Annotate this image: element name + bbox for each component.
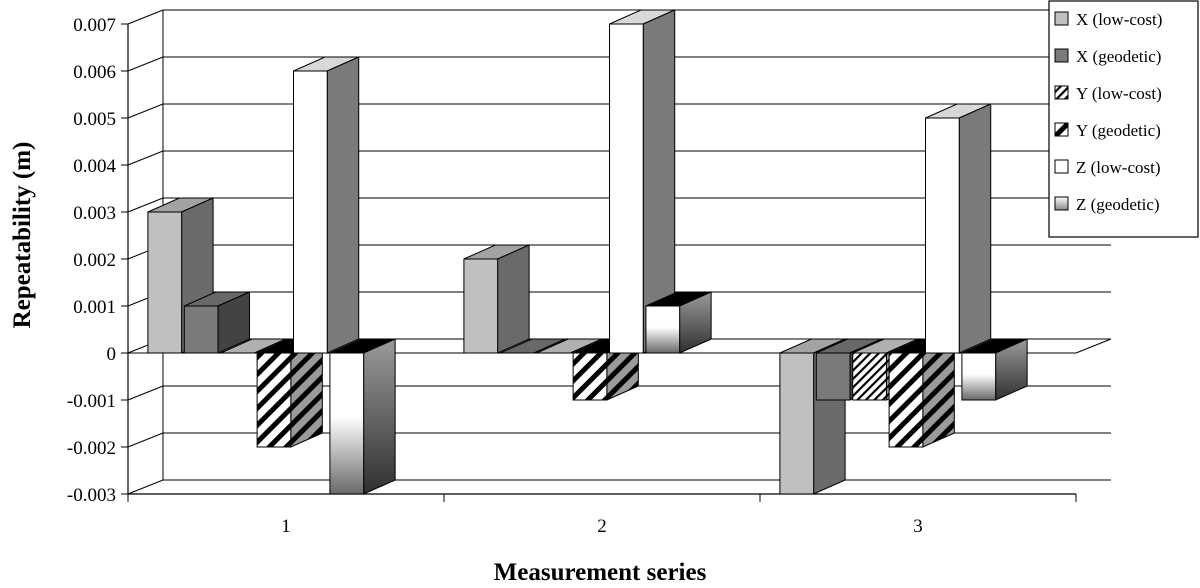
y-tick-label: -0.001 [67, 391, 116, 412]
legend-label: Y (low-cost) [1076, 84, 1162, 103]
y-tick-label: 0.006 [73, 62, 116, 83]
bar [961, 338, 1028, 401]
legend-swatch [1054, 159, 1069, 174]
legend-label: X (low-cost) [1076, 10, 1162, 29]
bar [925, 103, 992, 354]
bar [183, 291, 251, 354]
bar-side-face [497, 244, 530, 354]
x-tick-label: 2 [597, 516, 607, 537]
bar-side-face [958, 103, 992, 354]
bar-side-face [533, 338, 566, 354]
gridline-depth [127, 197, 164, 213]
legend-item: X (geodetic) [1054, 47, 1161, 66]
legend-item: X (low-cost) [1054, 10, 1162, 29]
bar-front-face [815, 352, 851, 401]
legend: X (low-cost) X (geodetic) Y (low-cost) Y (g… [1048, 0, 1199, 238]
y-tick-label: 0.001 [73, 297, 116, 318]
bar [609, 9, 676, 354]
bar-front-face [147, 211, 183, 354]
y-tick-label: -0.002 [67, 438, 116, 459]
bar-front-face [961, 352, 997, 401]
bar-front-face [779, 352, 815, 495]
gridline-depth [127, 9, 164, 25]
legend-swatch [1054, 122, 1069, 137]
bar-front-face [293, 70, 328, 354]
bar-front-face [925, 117, 960, 354]
legend-item: Y (low-cost) [1054, 84, 1162, 103]
legend-swatch [1054, 196, 1069, 211]
legend-item: Z (low-cost) [1054, 158, 1161, 177]
x-tick-label: 3 [913, 516, 923, 537]
bar-side-face [922, 338, 955, 448]
bar-side-face [363, 338, 396, 495]
x-tick-label: 1 [281, 516, 291, 537]
gridline-depth [127, 56, 164, 72]
legend-swatch [1054, 85, 1069, 100]
bar-front-face [183, 305, 219, 354]
bar-side-face [326, 56, 360, 354]
legend-label: X (geodetic) [1076, 47, 1161, 66]
bar [536, 338, 603, 354]
zero-line-depth [1075, 338, 1112, 354]
y-tick-label: 0 [107, 344, 117, 365]
gridline-depth [127, 479, 164, 495]
y-tick-label: 0.007 [73, 15, 116, 36]
bar [888, 338, 955, 448]
bar [645, 291, 712, 354]
legend-box [1048, 0, 1199, 238]
legend-swatch [1054, 11, 1069, 26]
legend-label: Z (geodetic) [1076, 195, 1160, 214]
bar-side-face [290, 338, 323, 448]
y-tick-label: 0.003 [73, 203, 116, 224]
bar [463, 244, 530, 354]
bar-front-face [888, 352, 924, 448]
x-axis-title: Measurement series [494, 559, 707, 586]
bar-side-face [570, 338, 603, 354]
y-tick-label: 0.005 [73, 109, 116, 130]
y-tick-label: 0.002 [73, 250, 116, 271]
bar-front-face [329, 352, 365, 495]
legend-swatch [1054, 48, 1069, 63]
bar-front-face [463, 258, 499, 354]
y-axis-title: Repeatability (m) [9, 142, 36, 329]
bar [220, 338, 287, 354]
bar [256, 338, 323, 448]
gridline-depth [127, 385, 164, 401]
bar-front-face [572, 352, 608, 401]
legend-label: Y (geodetic) [1076, 121, 1161, 140]
bar-front-face [256, 352, 292, 448]
bars [147, 9, 1028, 495]
gridline-depth [127, 150, 164, 166]
gridline-depth [127, 432, 164, 448]
bar-front-face [852, 352, 887, 401]
y-tick-label: 0.004 [73, 156, 116, 177]
bar-side-face [254, 338, 287, 354]
bar-front-face [609, 23, 644, 354]
bar-front-face [645, 305, 681, 354]
y-tick-label: -0.003 [67, 485, 116, 506]
legend-item: Z (geodetic) [1054, 195, 1160, 214]
axis-labels: -0.003 -0.002 -0.001 0 0.001 0.002 0.003 0.004 0… [67, 15, 923, 537]
gridline-depth [127, 103, 164, 119]
bar [293, 56, 360, 354]
legend-label: Z (low-cost) [1076, 158, 1161, 177]
bar [500, 338, 566, 354]
bar [329, 338, 396, 495]
legend-item: Y (geodetic) [1054, 121, 1161, 140]
